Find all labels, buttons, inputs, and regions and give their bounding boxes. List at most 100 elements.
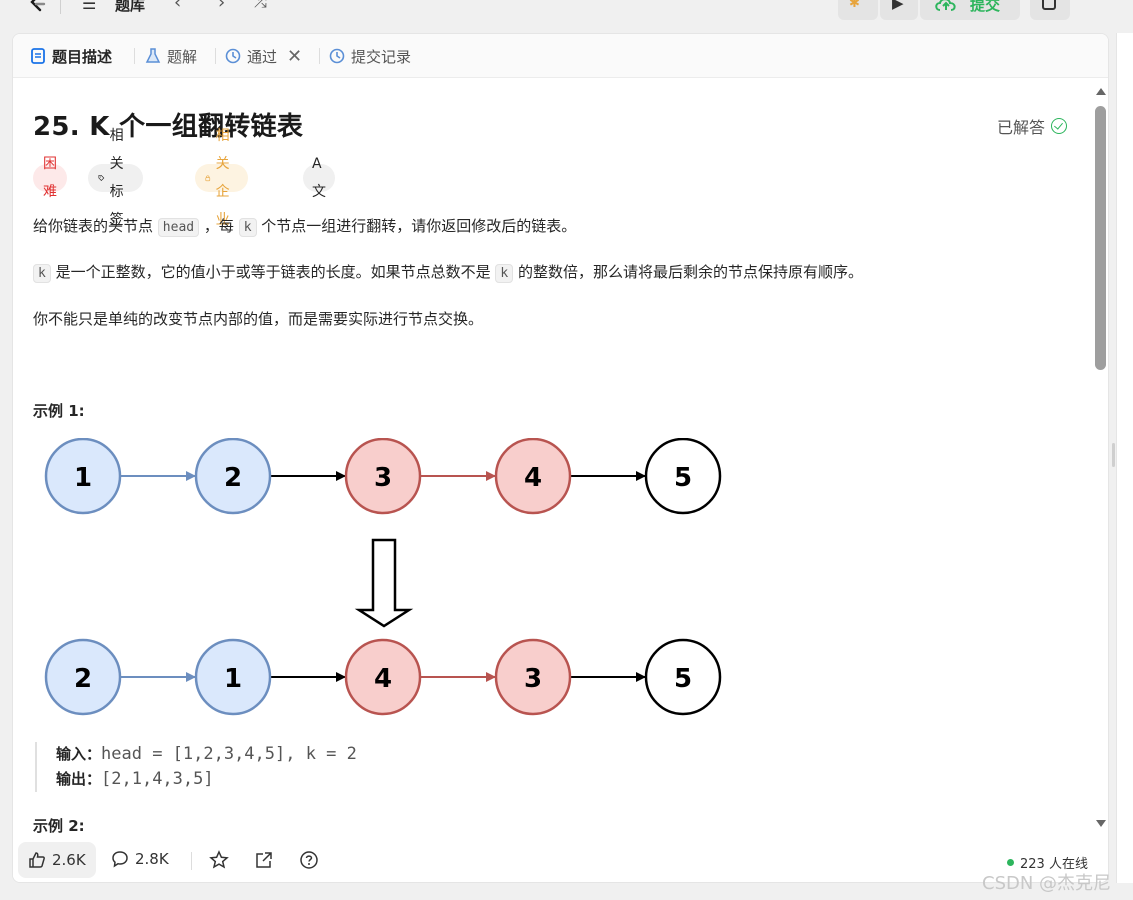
example-1-heading: 示例 1: [33, 402, 85, 420]
toolbar-divider [60, 0, 61, 14]
problem-title: 25. K 个一组翻转链表 [33, 112, 304, 142]
difficulty-label: 困难 [43, 156, 57, 200]
panel-tabs: 题目描述 题解 通过 ✕ 提交记录 [13, 34, 1108, 78]
leetcode-logo-icon[interactable] [26, 0, 48, 12]
node-value: 3 [374, 463, 392, 493]
para2-text-a: 是一个正整数，它的值小于或等于链表的长度。如果节点总数不是 [55, 263, 491, 281]
list-node: 1 [194, 638, 272, 716]
example-1-output: 输出：[2,1,4,3,5] [56, 767, 357, 792]
node-value: 1 [224, 664, 242, 694]
description-paragraph-3: 你不能只是单纯的改变节点内部的值，而是需要实际进行节点交换。 [33, 310, 484, 328]
tab-submissions-label: 提交记录 [351, 47, 412, 66]
editor-panel-edge [1116, 33, 1133, 883]
comment-count: 2.8K [135, 850, 169, 868]
favorite-button[interactable] [209, 850, 229, 870]
online-count: 223 人在线 [1020, 857, 1088, 872]
input-value: head = [1,2,3,4,5], k = 2 [101, 744, 357, 764]
document-icon [31, 48, 45, 64]
scroll-down-arrow-icon[interactable] [1096, 820, 1106, 827]
related-companies-label: 相关企业 [215, 128, 230, 228]
description-panel: 题目描述 题解 通过 ✕ 提交记录 25. K 个一组翻 [12, 33, 1109, 883]
list-node: 4 [494, 438, 572, 515]
share-icon [256, 852, 272, 868]
example-1-diagram: 1 2 3 4 5 [44, 438, 722, 716]
cloud-upload-icon [935, 0, 956, 11]
top-toolbar: ☰ 题库 ‹ › ⤮ ✱ ▶ 提交 [0, 0, 1133, 30]
check-circle-icon [1051, 118, 1068, 134]
debug-button[interactable]: ✱ [838, 0, 878, 20]
scrollbar-thumb[interactable] [1095, 106, 1106, 370]
tab-solutions[interactable]: 题解 [144, 45, 197, 67]
prev-problem-icon[interactable]: ‹ [174, 0, 182, 13]
output-label: 输出： [56, 770, 102, 788]
node-value: 5 [674, 664, 692, 694]
node-value: 2 [74, 664, 92, 694]
history-icon [225, 48, 241, 64]
related-tags-label: 相关标签 [109, 128, 124, 228]
online-dot-icon [1007, 859, 1014, 866]
inline-code-k: k [33, 264, 51, 283]
bottom-separator [191, 852, 192, 870]
list-node: 3 [344, 438, 422, 515]
close-tab-icon[interactable]: ✕ [287, 45, 303, 67]
solved-status-label: 已解答 [997, 118, 1046, 137]
para2-text-b: 的整数倍，那么请将最后剩余的节点保持原有顺序。 [518, 263, 864, 281]
tab-accepted-label: 通过 [247, 47, 278, 66]
tab-separator [319, 48, 320, 64]
scroll-up-arrow-icon[interactable] [1096, 88, 1106, 95]
panel-resize-handle[interactable] [1112, 443, 1115, 467]
para1-text-a: 给你链表的头节点 [33, 217, 154, 235]
next-problem-icon[interactable]: › [218, 0, 226, 13]
example-2-heading: 示例 2: [33, 817, 85, 835]
inline-code-k: k [495, 264, 514, 283]
watermark: CSDN @杰克尼 [982, 873, 1112, 894]
like-button[interactable]: 2.6K [18, 842, 96, 878]
translate-button[interactable]: A文 [303, 156, 335, 200]
problem-list-icon[interactable]: ☰ [82, 0, 97, 13]
node-value: 2 [224, 463, 242, 493]
related-companies-button[interactable]: 相关企业 [195, 128, 248, 228]
run-button[interactable]: ▶ [880, 0, 918, 20]
lock-icon [205, 175, 211, 182]
difficulty-badge: 困难 [33, 156, 67, 200]
down-arrow-icon [354, 538, 414, 628]
note-button[interactable] [1030, 0, 1070, 20]
related-tags-button[interactable]: 相关标签 [88, 128, 143, 228]
help-button[interactable] [299, 850, 319, 870]
star-icon [209, 850, 229, 869]
example-1-input: 输入：head = [1,2,3,4,5], k = 2 [56, 742, 357, 767]
problem-content: 25. K 个一组翻转链表 已解答 困难 相关标签 相关企业 [33, 78, 1093, 838]
node-value: 1 [74, 463, 92, 493]
comments-button[interactable]: 2.8K [111, 850, 169, 868]
tab-solutions-label: 题解 [167, 47, 198, 66]
play-icon: ▶ [892, 0, 904, 12]
random-problem-icon[interactable]: ⤮ [254, 0, 267, 11]
translate-icon: A文 [312, 156, 326, 200]
submit-button[interactable] [920, 0, 1020, 20]
inline-code-head: head [157, 218, 200, 237]
list-node: 2 [44, 638, 122, 716]
node-value: 3 [524, 664, 542, 694]
list-node: 3 [494, 638, 572, 716]
output-value: [2,1,4,3,5] [101, 769, 214, 789]
list-node: 5 [644, 438, 722, 515]
list-node: 5 [644, 638, 722, 716]
share-button[interactable] [254, 850, 274, 870]
tab-submissions[interactable]: 提交记录 [328, 45, 411, 67]
bottom-action-bar: 2.6K 2.8K [13, 840, 1108, 882]
node-value: 4 [374, 664, 392, 694]
debug-icon: ✱ [849, 0, 860, 11]
problem-bank-link[interactable]: 题库 [115, 0, 146, 14]
node-value: 4 [524, 463, 542, 493]
list-node: 1 [44, 438, 122, 515]
online-indicator: 223 人在线 [1007, 853, 1088, 872]
tab-accepted[interactable]: 通过 ✕ [224, 45, 302, 67]
list-node: 2 [194, 438, 272, 515]
node-value: 5 [674, 463, 692, 493]
like-count: 2.6K [52, 851, 86, 869]
description-paragraph-1: 给你链表的头节点 head ，每 k 个节点一组进行翻转，请你返回修改后的链表。 [33, 215, 576, 237]
tab-description[interactable]: 题目描述 [29, 45, 112, 67]
thumbs-up-icon [29, 852, 45, 868]
tab-description-label: 题目描述 [52, 47, 113, 66]
description-paragraph-2: k 是一个正整数，它的值小于或等于链表的长度。如果节点总数不是 k 的整数倍，那… [33, 261, 864, 283]
